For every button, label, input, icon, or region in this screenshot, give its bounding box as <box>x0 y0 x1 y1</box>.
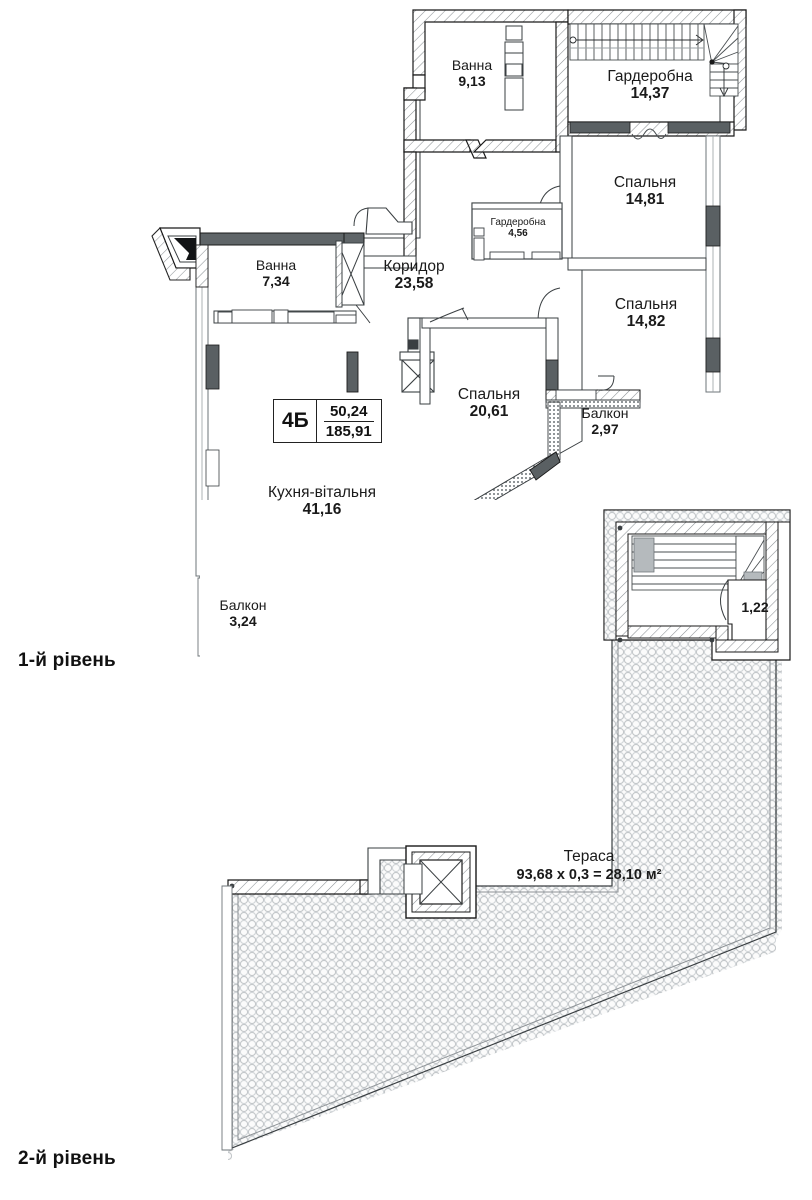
room-area: 2,97 <box>591 420 619 437</box>
room-area: 41,16 <box>302 501 342 519</box>
wardrobe-small-walls <box>471 202 563 261</box>
room-area: 9,13 <box>458 72 486 89</box>
level-1-label: 1-й рівень <box>18 650 116 671</box>
room-area: 14,81 <box>625 191 665 209</box>
room-area: 4,56 <box>508 228 528 240</box>
room-name: Спальня <box>613 174 677 191</box>
terrace-name: Тераса <box>563 848 615 865</box>
level-2-label: 2-й рівень <box>18 1148 116 1169</box>
room-name: Ванна <box>451 57 493 73</box>
bath-top-fixtures <box>504 25 524 111</box>
room-name: Гардеробна <box>490 217 546 228</box>
corridor-walls <box>353 151 417 269</box>
room-area: 20,61 <box>469 403 509 421</box>
room-area: 7,34 <box>262 272 290 289</box>
apartment-total-area: 185,91 <box>325 422 372 440</box>
bedroom-right-walls <box>537 121 731 323</box>
apartment-areas: 50,24 185,91 <box>317 400 381 442</box>
balcony-297 <box>545 375 641 461</box>
terrace-label: Тераса 93,68 х 0,3 = 28,10 м² <box>517 848 662 884</box>
room-name: Кухня-вітальня <box>268 484 376 501</box>
room-area: 3,24 <box>229 612 257 629</box>
room-name: Гардеробна <box>607 68 693 85</box>
room-area: 14,37 <box>630 85 670 103</box>
room-name: Ванна <box>255 257 297 273</box>
bath-top-walls <box>403 9 569 159</box>
room-area: 23,58 <box>394 275 434 293</box>
terrace-shaft <box>403 845 477 919</box>
area-number: 1,22 <box>741 599 769 615</box>
room-name: Спальня <box>457 386 521 403</box>
apartment-type-label: 4Б <box>274 400 317 442</box>
apartment-living-area: 50,24 <box>323 403 374 422</box>
level-2-drawing <box>200 500 812 1200</box>
terrace-left-edge <box>221 885 233 1151</box>
room-area: 14,82 <box>626 313 666 331</box>
terrace-formula: 93,68 х 0,3 = 28,10 м² <box>516 866 662 883</box>
apartment-type-badge: 4Б 50,24 185,91 <box>273 399 382 443</box>
room-name: Балкон <box>581 405 629 421</box>
left-top-structure <box>151 227 365 577</box>
bedroom-2061-walls <box>419 307 559 405</box>
bath-left-walls <box>213 240 371 324</box>
right-exterior-wall <box>705 135 721 393</box>
level2-stair-box <box>603 509 791 661</box>
column <box>346 351 359 393</box>
room-name: Балкон <box>219 597 267 613</box>
room-name: Спальня <box>614 296 678 313</box>
room-name: Коридор <box>383 258 445 275</box>
